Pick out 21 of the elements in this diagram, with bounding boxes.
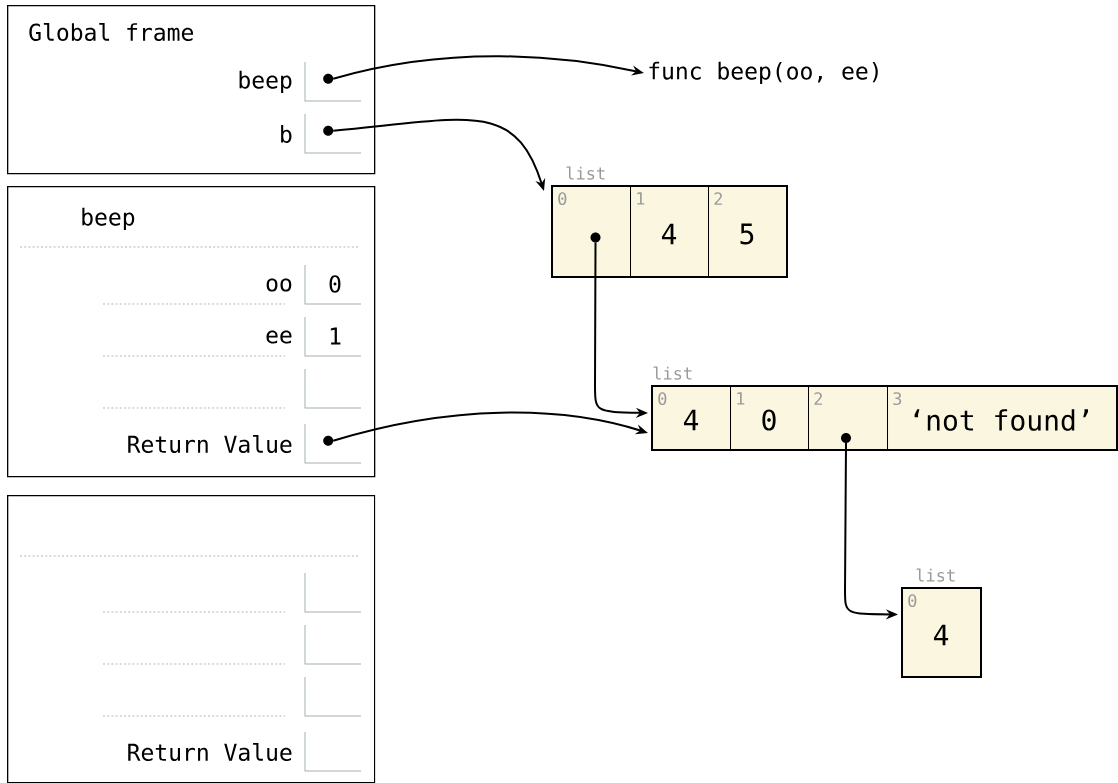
list-cell: 2 5 — [708, 186, 787, 277]
list-cell: 0 — [552, 186, 631, 277]
list-cell: 0 4 — [902, 588, 981, 677]
list-cell: 1 4 — [630, 186, 709, 277]
list-cell: 2 — [808, 386, 888, 450]
function-label: func beep(oo, ee) — [649, 61, 878, 85]
type-label: list — [916, 568, 955, 582]
variable-name: Return Value — [128, 435, 292, 453]
type-label: list — [566, 166, 605, 180]
variable-name: oo — [266, 278, 292, 292]
variable-name: Return Value — [128, 743, 292, 761]
frame-title: Global frame — [29, 23, 193, 41]
value-slot: 0 — [304, 264, 362, 305]
variable-name: beep — [239, 70, 292, 94]
frame-title: beep — [82, 207, 135, 231]
variable-name: ee — [266, 330, 292, 344]
list-cell: 1 0 — [730, 386, 809, 450]
variable-name: b — [281, 125, 292, 143]
value-slot: 1 — [304, 316, 362, 357]
type-label: list — [653, 366, 692, 380]
list-cell: 0 4 — [652, 386, 731, 450]
